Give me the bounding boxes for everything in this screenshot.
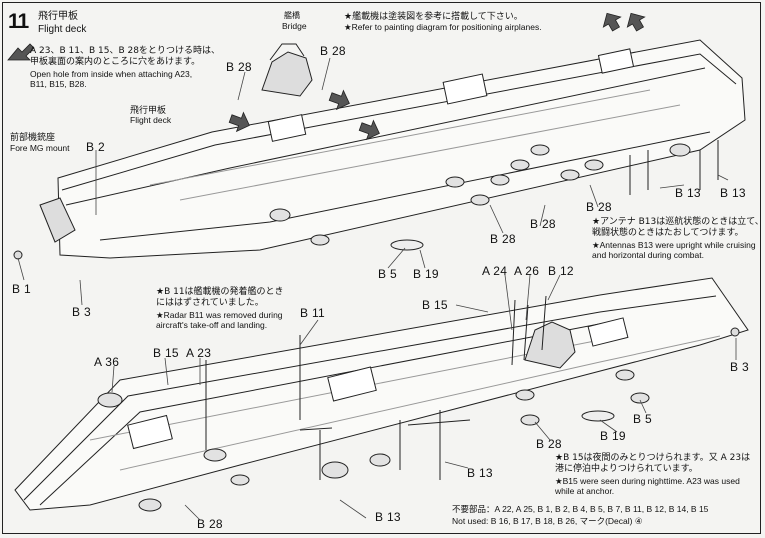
night-note-jp2: 港に停泊中よりつけられています。 (555, 464, 698, 475)
antenna-note: ★アンテナ B13は巡航状態のときは立て、 戦闘状態のときはたおしてつけます。 … (592, 217, 764, 261)
part-label-b28: B 28 (536, 437, 562, 451)
radar-note: ★B 11は艦載機の発着艦のとき にははずされていました。 ★Radar B11… (156, 287, 284, 331)
attach-note-jp1: A 23、B 11、B 15、B 28をとりつける時は、 (30, 46, 221, 56)
part-label-b28: B 28 (320, 44, 346, 58)
part-label-b5: B 5 (633, 412, 652, 426)
part-label-b28: B 28 (530, 217, 556, 231)
part-label-b12: B 12 (548, 264, 574, 278)
part-label-b5: B 5 (378, 267, 397, 281)
part-label-b13: B 13 (720, 186, 746, 200)
part-label-b13: B 13 (675, 186, 701, 200)
flight-deck-label-en: Flight deck (130, 115, 172, 125)
radar-note-jp2: にははずされていました。 (156, 298, 264, 309)
part-label-b19: B 19 (600, 429, 626, 443)
part-label-b28: B 28 (197, 517, 223, 531)
antenna-note-en1: ★Antennas B13 were upright while cruisin… (592, 239, 756, 250)
flight-deck-label-jp: 飛行甲板 (130, 106, 167, 116)
unused-parts-en: Not used: B 16, B 17, B 18, B 26, マーク(De… (452, 516, 643, 526)
paint-note-en: ★Refer to painting diagram for positioni… (344, 22, 542, 32)
part-label-a23: A 23 (186, 346, 212, 360)
radar-note-jp1: ★B 11は艦載機の発着艦のとき (156, 287, 284, 297)
paint-note-jp: ★艦載機は塗装図を参考に搭載して下さい。 (344, 12, 523, 22)
antenna-note-jp2: 戦闘状態のときはたおしてつけます。 (592, 228, 744, 239)
attach-note-jp2: 甲板裏面の案内のところに穴をあけます。 (30, 57, 201, 68)
night-note-en2: while at anchor. (555, 486, 615, 497)
part-label-b2: B 2 (86, 140, 105, 154)
part-label-b1: B 1 (12, 282, 31, 296)
part-label-b3: B 3 (72, 305, 91, 319)
part-label-a26: A 26 (514, 264, 540, 278)
part-label-b13: B 13 (467, 466, 493, 480)
part-label-a24: A 24 (482, 264, 508, 278)
part-label-a36: A 36 (94, 355, 120, 369)
part-label-b28: B 28 (490, 232, 516, 246)
part-label-b3: B 3 (730, 360, 749, 374)
night-note: ★B 15は夜間のみとりつけられます。又 A 23は 港に停泊中よりつけられてい… (555, 453, 750, 497)
step-title-jp: 飛行甲板 (38, 11, 78, 22)
radar-note-en1: ★Radar B11 was removed during (156, 309, 283, 320)
part-label-b13: B 13 (375, 510, 401, 524)
antenna-note-en2: and horizontal during combat. (592, 250, 704, 261)
unused-parts-jp: 不要部品：A 22, A 25, B 1, B 2, B 4, B 5, B 7… (452, 504, 709, 514)
step-title-en: Flight deck (38, 24, 87, 35)
attach-note-en2: B11, B15, B28. (30, 79, 87, 90)
part-label-b28: B 28 (586, 200, 612, 214)
night-note-jp1: ★B 15は夜間のみとりつけられます。又 A 23は (555, 453, 751, 463)
attach-note-en1: Open hole from inside when attaching A23… (30, 68, 193, 79)
fore-mg-label-jp: 前部機銃座 (10, 133, 56, 143)
part-label-b15: B 15 (153, 346, 179, 360)
part-label-b19: B 19 (413, 267, 439, 281)
night-note-en1: ★B15 were seen during nighttime. A23 was… (555, 475, 740, 486)
attach-note: A 23、B 11、B 15、B 28をとりつける時は、 甲板裏面の案内のところ… (30, 46, 220, 90)
fore-mg-label-en: Fore MG mount (10, 143, 70, 153)
step-number: 11 (8, 10, 29, 33)
part-label-b28: B 28 (226, 60, 252, 74)
bridge-label-jp: 艦橋 (284, 11, 300, 20)
bridge-label-en: Bridge (282, 21, 307, 31)
part-label-b11: B 11 (300, 306, 325, 320)
antenna-note-jp1: ★アンテナ B13は巡航状態のときは立て、 (592, 217, 764, 227)
part-label-b15: B 15 (422, 298, 448, 312)
radar-note-en2: aircraft's take-off and landing. (156, 320, 268, 331)
